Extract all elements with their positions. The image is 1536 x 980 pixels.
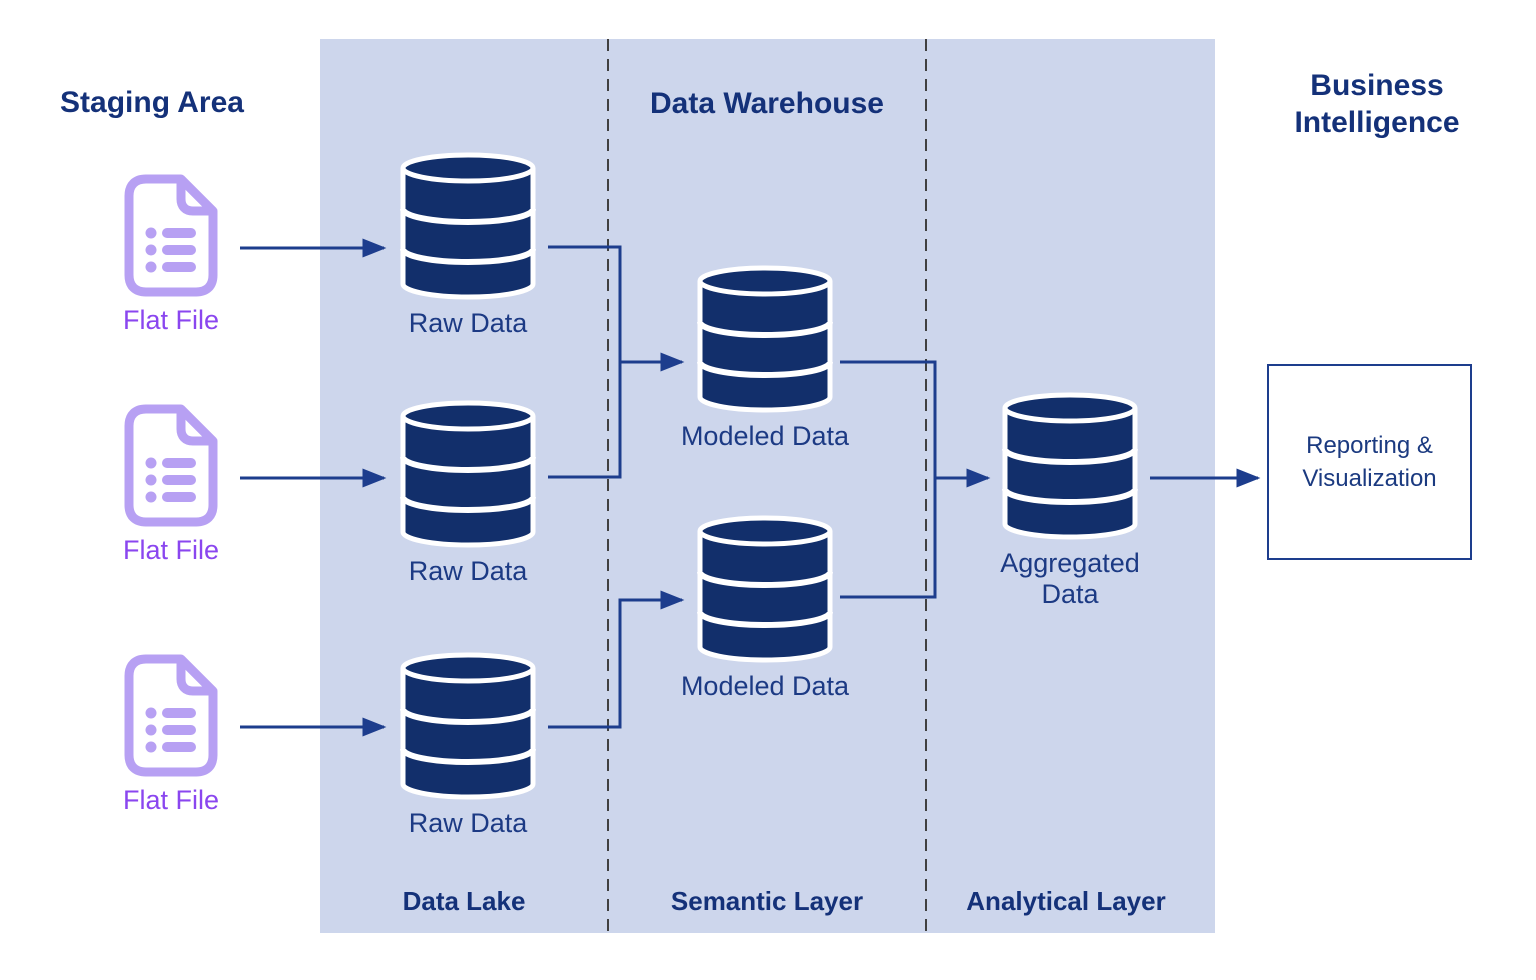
analytical-layer-label: Analytical Layer	[966, 886, 1166, 916]
modeled-data-node: Modeled Data	[675, 513, 855, 702]
database-icon	[400, 652, 536, 800]
flat-file-icon	[124, 654, 218, 777]
raw-data-node: Raw Data	[378, 150, 558, 339]
staging-area-title: Staging Area	[60, 86, 244, 119]
flat-file-node: Flat File	[101, 652, 241, 816]
modeled-data-label: Modeled Data	[680, 421, 850, 451]
data-lake-layer-label: Data Lake	[402, 886, 526, 916]
raw-data-label: Raw Data	[408, 808, 528, 838]
aggregated-data-label: Aggregated Data	[1000, 548, 1140, 609]
raw-data-node: Raw Data	[378, 650, 558, 839]
raw-data-label: Raw Data	[408, 556, 528, 586]
flat-file-icon	[124, 404, 218, 527]
edge-rawdata12-junction	[548, 245, 622, 479]
reporting-visualization-label: Reporting & Visualization	[1302, 432, 1437, 492]
flat-file-node: Flat File	[101, 402, 241, 566]
data-warehouse-title: Data Warehouse	[650, 87, 884, 120]
edge-rawdata3-modeleddata2-arrow	[548, 590, 685, 729]
aggregated-data-node: Aggregated Data	[980, 390, 1160, 610]
database-icon	[697, 265, 833, 413]
flat-file-label: Flat File	[122, 305, 220, 335]
reporting-visualization-box: Reporting & Visualization	[1267, 364, 1472, 560]
modeled-data-node: Modeled Data	[675, 263, 855, 452]
raw-data-label: Raw Data	[408, 308, 528, 338]
flat-file-label: Flat File	[122, 785, 220, 815]
modeled-data-label: Modeled Data	[680, 671, 850, 701]
flat-file-node: Flat File	[101, 172, 241, 336]
database-icon	[697, 515, 833, 663]
database-icon	[1002, 392, 1138, 540]
business-intelligence-title: Business Intelligence	[1294, 69, 1460, 139]
flat-file-icon	[124, 174, 218, 297]
database-icon	[400, 152, 536, 300]
semantic-layer-label: Semantic Layer	[670, 886, 864, 916]
raw-data-node: Raw Data	[378, 398, 558, 587]
flat-file-label: Flat File	[122, 535, 220, 565]
database-icon	[400, 400, 536, 548]
